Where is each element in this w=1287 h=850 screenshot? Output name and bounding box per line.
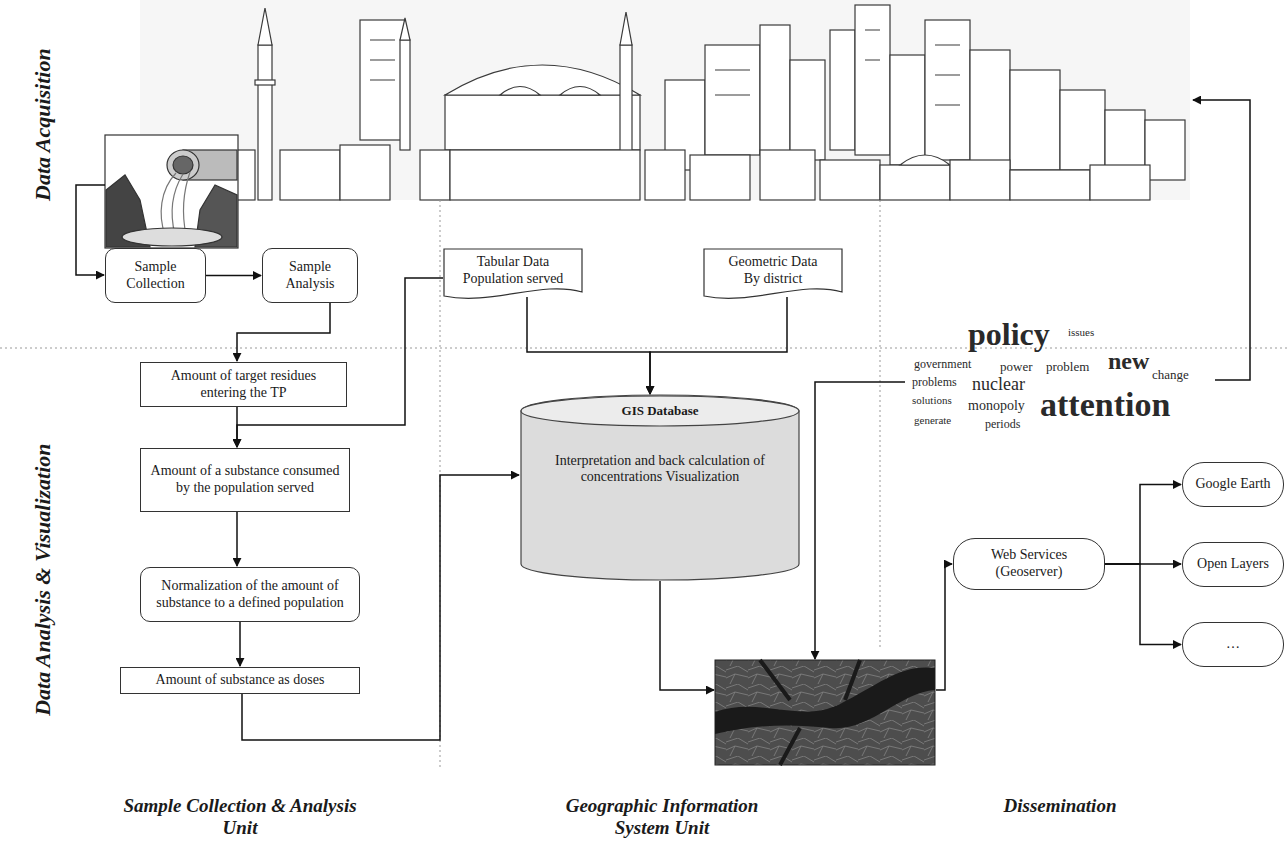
flow-connector [650,297,787,394]
cylinder-outline [520,395,800,580]
box-text: Interpretation and back calculation of c… [543,453,778,487]
word-cloud-word: attention [1040,385,1170,424]
word-cloud-word: government [914,358,971,372]
process-box: Sample Collection [105,248,206,303]
flow-connector [1105,564,1181,645]
text-group: Amount of substance as doses [129,672,351,689]
box-text: … [1191,636,1275,653]
section-divider [0,200,1287,770]
word-cloud-word: policy [968,316,1050,353]
text-group: Geometric DataBy district [711,254,835,288]
database-cylinder: GIS DatabaseInterpretation and back calc… [520,395,800,580]
district-map [715,660,935,765]
word-cloud-word: power [1000,360,1033,375]
word-cloud-word: periods [985,418,1020,432]
text-group: Tabular DataPopulation served [451,254,575,288]
box-text: Google Earth [1191,476,1275,493]
flow-arrow [76,100,1250,690]
box-text: Open Layers [1191,556,1275,573]
box-text: Amount of substance as doses [129,672,351,689]
box-text: By district [711,271,835,288]
word-cloud-word: monopoly [968,398,1025,414]
box-text: Sample Analysis [271,259,349,293]
box-text: Sample Collection [114,259,197,293]
box-text: Tabular Data [451,254,575,271]
text-group: Sample Collection [114,259,197,293]
box-text: Population served [451,271,575,288]
result-box: Amount of a substance consumed by the po… [140,448,350,512]
process-box: Sample Analysis [262,248,358,303]
box-text: Geometric Data [711,254,835,271]
service-box: Open Layers [1182,542,1284,587]
word-cloud-word: problem [1046,360,1089,375]
text-group: Web Services (Geoserver) [962,547,1096,581]
service-box: … [1182,622,1284,667]
word-cloud-word: new [1108,348,1149,376]
box-text: Normalization of the amount of substance… [149,578,351,612]
service-box: Web Services (Geoserver) [953,538,1105,590]
result-box: Amount of substance as doses [120,667,360,694]
box-text: Amount of target residues entering the T… [149,368,338,402]
box-text: GIS Database [528,403,792,419]
data-document: Tabular DataPopulation served [443,248,583,302]
column-heading: Sample Collection & Analysis Unit [105,795,375,839]
text-group: … [1191,636,1275,653]
column-heading: Geographic Information System Unit [542,795,782,839]
word-cloud-word: issues [1068,326,1094,339]
row-heading: Data Acquisition [29,49,54,202]
box-text: Web Services (Geoserver) [962,547,1096,581]
flow-connector [206,275,261,277]
box-text: Amount of a substance consumed by the po… [149,463,341,497]
column-heading: Dissemination [960,795,1160,817]
word-cloud-word: generate [914,414,951,427]
flow-connector [527,297,650,394]
text-group: Sample Analysis [271,259,349,293]
text-group: GIS DatabaseInterpretation and back calc… [528,403,792,486]
flow-connector [239,622,241,666]
flow-connector [237,303,330,361]
text-group: Open Layers [1191,556,1275,573]
outfall-picture [105,135,238,248]
text-group: Google Earth [1191,476,1275,493]
flow-connector [236,512,238,566]
word-cloud-word: problems [912,376,957,390]
text-group: Amount of a substance consumed by the po… [149,463,341,497]
process-box: Normalization of the amount of substance… [140,567,360,622]
result-box: Amount of target residues entering the T… [140,362,347,407]
data-document: Geometric DataBy district [703,248,843,302]
flow-connector [1105,485,1181,565]
word-cloud-word: nuclear [972,374,1025,395]
text-group: Normalization of the amount of substance… [149,578,351,612]
service-box: Google Earth [1182,462,1284,507]
word-cloud-word: solutions [912,394,952,407]
row-heading: Data Analysis & Visualization [29,444,54,716]
word-cloud-word: change [1152,368,1189,383]
text-group: Amount of target residues entering the T… [149,368,338,402]
city-skyline [140,0,1190,200]
